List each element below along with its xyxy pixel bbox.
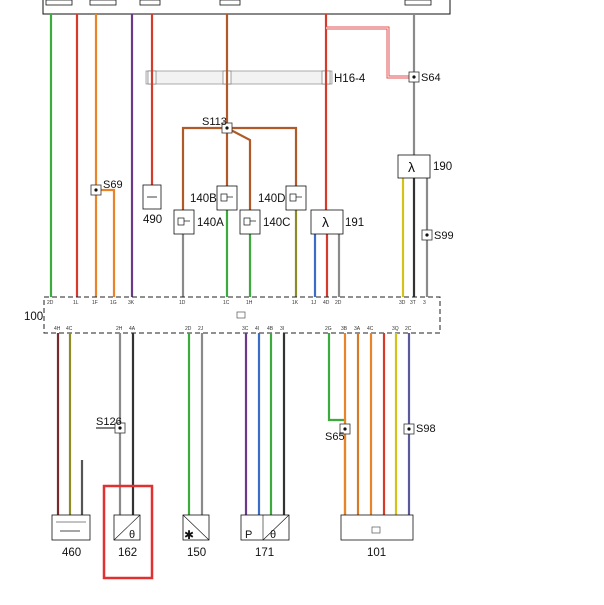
pin-label: 4C <box>367 326 374 332</box>
lambda-icon: λ <box>322 214 329 230</box>
component-140b: 140B <box>190 185 238 211</box>
top-connector-block <box>42 0 451 15</box>
wire-red-s64 <box>326 26 414 79</box>
pin-label: 3I <box>280 326 284 332</box>
s69-label: S69 <box>103 179 123 191</box>
svg-text:140D: 140D <box>258 193 286 205</box>
s98-label: S98 <box>416 423 436 435</box>
c100-label: 100 <box>24 311 43 323</box>
pin-label: 4A <box>129 326 136 332</box>
pin-label: 2G <box>325 326 332 332</box>
pin-label: 4I <box>255 326 259 332</box>
pin-label: 1L <box>73 300 79 306</box>
svg-text:460: 460 <box>62 547 81 559</box>
pin-label: 4D <box>323 300 330 306</box>
wire-orange-2 <box>96 188 116 297</box>
theta-icon: θ <box>270 529 276 541</box>
pin-label: 2D <box>335 300 342 306</box>
connector-100-upper-pins: 2D 1L 1F 1G 3K 1D 1C 1H 1K 1J 4D 2D 3D 3T 3 <box>47 300 426 306</box>
p-symbol: P <box>245 529 252 541</box>
pin-label: 1K <box>292 300 299 306</box>
pin-label: 3Q <box>392 326 399 332</box>
fan-icon: ✱ <box>184 528 194 542</box>
pin-label: 1J <box>311 300 317 306</box>
svg-text:140B: 140B <box>190 193 217 205</box>
lower-splices: S126 S65 S98 <box>96 416 436 443</box>
s126-label: S126 <box>96 416 122 428</box>
connector-100: 100 <box>24 296 441 334</box>
pin-label: 1C <box>223 300 230 306</box>
s65-label: S65 <box>325 431 345 443</box>
theta-icon: θ <box>129 529 135 541</box>
component-171: P θ 171 <box>240 514 290 559</box>
highlight-box <box>102 484 154 580</box>
pin-label: 3T <box>410 300 416 306</box>
pin-label: 4H <box>54 326 61 332</box>
svg-text:190: 190 <box>433 161 452 173</box>
s113-label: S113 <box>202 116 227 128</box>
pin-label: 1D <box>179 300 186 306</box>
h16-4-label: H16-4 <box>334 73 366 85</box>
s64-label: S64 <box>421 72 441 84</box>
pin-label: 2C <box>405 326 412 332</box>
wire-red-s64-core <box>326 27 414 78</box>
svg-text:101: 101 <box>367 547 386 559</box>
h16-4-connector: H16-4 <box>145 70 366 85</box>
svg-text:140C: 140C <box>263 217 291 229</box>
component-460: 460 <box>51 514 91 559</box>
wire-s113-140c <box>226 127 252 210</box>
svg-text:150: 150 <box>187 547 206 559</box>
pin-label: 3K <box>128 300 135 306</box>
wire-s113-140d <box>227 126 298 186</box>
pin-label: 3A <box>354 326 361 332</box>
pin-label: 3D <box>399 300 406 306</box>
component-140c: 140C <box>239 209 291 235</box>
connector-100-lower-pins: 4H 4C 2H 4A 2D 2J 3C 4I 4B 3I 2G 3B 3A 4C 3Q 2C <box>54 326 412 332</box>
component-140d: 140D <box>258 185 307 211</box>
pin-label: 1F <box>92 300 98 306</box>
svg-text:140A: 140A <box>197 217 224 229</box>
component-140a: 140A <box>173 209 224 235</box>
pin-label: 2H <box>116 326 123 332</box>
lambda-icon: λ <box>408 159 415 175</box>
upper-wires <box>49 14 429 297</box>
c490-label: 490 <box>143 214 162 226</box>
component-490: 490 <box>142 184 162 226</box>
component-190: λ 190 <box>397 154 452 179</box>
pin-label: 1H <box>246 300 253 306</box>
pin-label: 1G <box>110 300 117 306</box>
upper-splices: S64 S69 S113 S99 <box>90 71 454 242</box>
pin-label: 3 <box>423 300 426 306</box>
pin-label: 3C <box>242 326 249 332</box>
svg-text:171: 171 <box>255 547 274 559</box>
pin-label: 2D <box>185 326 192 332</box>
component-101: 101 <box>340 514 414 559</box>
pin-label: 2J <box>198 326 204 332</box>
component-191: λ 191 <box>310 209 364 235</box>
svg-text:162: 162 <box>118 547 137 559</box>
pin-label: 3B <box>341 326 348 332</box>
wire-s113-140a <box>181 126 227 210</box>
pin-label: 4C <box>66 326 73 332</box>
component-150: ✱ 150 <box>182 514 210 559</box>
pin-label: 4B <box>267 326 274 332</box>
pin-label: 2D <box>47 300 54 306</box>
component-162: θ 162 <box>102 484 154 580</box>
s99-label: S99 <box>434 230 454 242</box>
svg-text:191: 191 <box>345 217 364 229</box>
